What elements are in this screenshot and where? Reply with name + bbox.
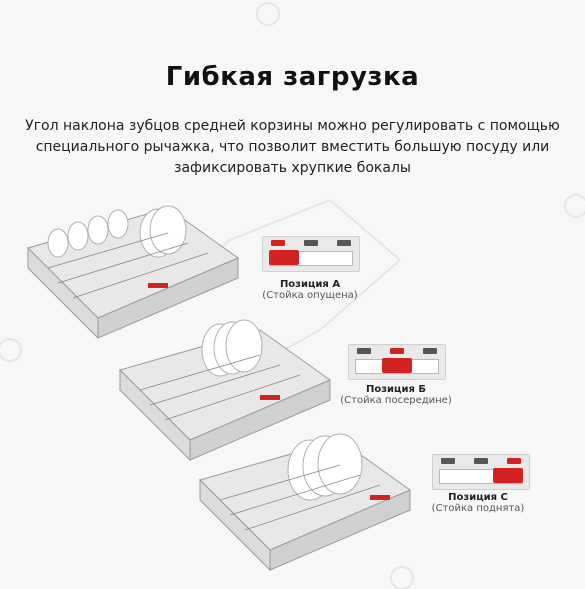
position-a-slider[interactable] <box>269 250 299 265</box>
position-b-caption: Позиция Б (Стойка посередине) <box>331 384 461 406</box>
position-c-icons <box>441 458 521 466</box>
position-b-slider[interactable] <box>382 358 412 373</box>
position-c-slider[interactable] <box>493 468 523 483</box>
position-a-icons <box>271 240 351 248</box>
basket-b-illustration <box>119 319 332 462</box>
position-c-note: (Стойка поднята) <box>431 503 525 514</box>
position-a-caption: Позиция А (Стойка опущена) <box>245 279 375 301</box>
position-b-note: (Стойка посередине) <box>340 395 452 406</box>
basket-a-illustration <box>27 205 240 340</box>
description-text: Угол наклона зубцов средней корзины можн… <box>25 118 560 176</box>
position-c-caption: Позиция С (Стойка поднята) <box>413 492 543 514</box>
position-b-panel <box>348 344 446 380</box>
basket-c-illustration <box>199 433 412 572</box>
position-b-label: Позиция Б <box>366 384 426 395</box>
position-c-label: Позиция С <box>448 492 508 503</box>
position-c-panel <box>432 454 530 490</box>
position-a-panel <box>262 236 360 272</box>
position-a-note: (Стойка опущена) <box>262 290 358 301</box>
position-b-icons <box>357 348 437 356</box>
position-a-label: Позиция А <box>279 279 341 290</box>
page-title: Гибкая загрузка <box>165 62 420 92</box>
